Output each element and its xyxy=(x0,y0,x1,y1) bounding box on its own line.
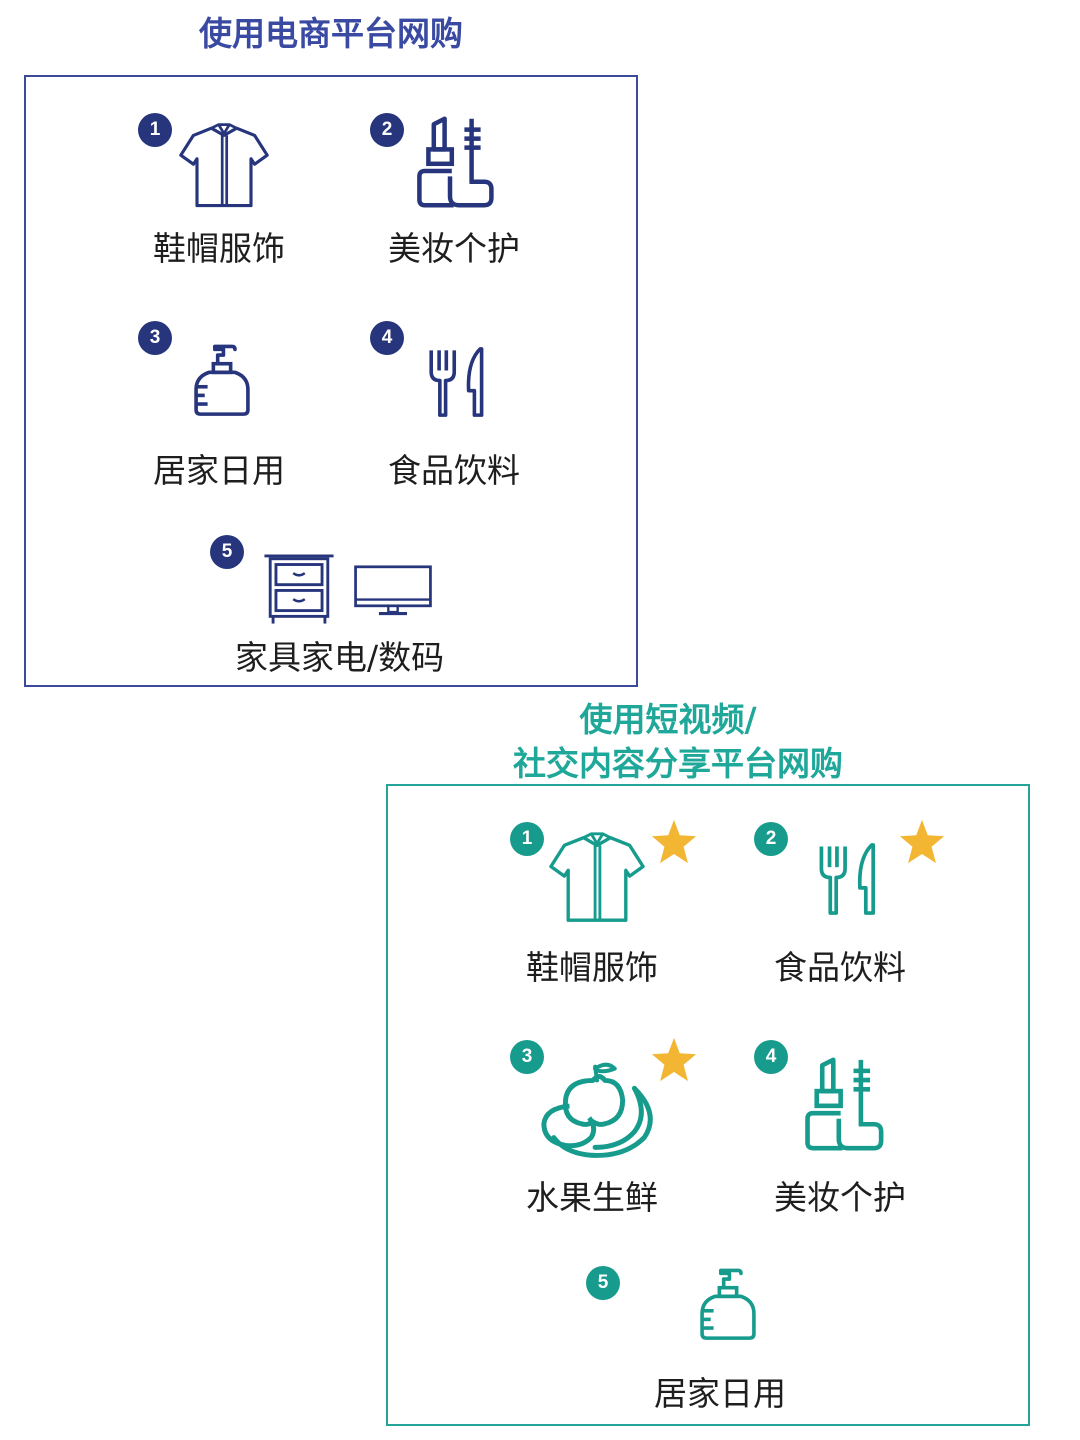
category-label: 家具家电/数码 xyxy=(235,638,445,677)
social-content-panel: 1 鞋帽服饰 2 食品饮料 3 水果生鲜 4 美妆个护 5 居家日用 xyxy=(386,784,1030,1426)
panel2-title-line2: 社交内容分享平台网购 xyxy=(513,744,843,783)
star-icon xyxy=(898,818,946,866)
fruit-icon xyxy=(536,1058,664,1158)
category-label: 食品饮料 xyxy=(774,948,906,987)
rank-badge: 3 xyxy=(138,321,172,355)
star-icon xyxy=(650,1036,698,1084)
shirt-icon xyxy=(548,830,646,926)
category-label: 居家日用 xyxy=(654,1374,786,1413)
category-label: 水果生鲜 xyxy=(526,1178,658,1217)
category-label: 美妆个护 xyxy=(388,229,520,268)
rank-badge: 1 xyxy=(510,822,544,856)
cosmetics-icon xyxy=(802,1050,894,1158)
rank-badge: 5 xyxy=(586,1266,620,1300)
category-label: 美妆个护 xyxy=(774,1178,906,1217)
rank-badge: 2 xyxy=(754,822,788,856)
cosmetics-icon xyxy=(414,113,504,211)
category-label: 鞋帽服饰 xyxy=(153,229,285,268)
star-icon xyxy=(650,818,698,866)
pump-bottle-icon xyxy=(186,333,258,429)
cabinet-icon xyxy=(260,553,338,625)
rank-badge: 2 xyxy=(370,113,404,147)
category-label: 鞋帽服饰 xyxy=(526,948,658,987)
tv-icon xyxy=(354,563,432,619)
category-label: 居家日用 xyxy=(153,451,285,490)
rank-badge: 4 xyxy=(754,1040,788,1074)
ecommerce-panel: 1 鞋帽服饰 2 美妆个护 3 居家日用 4 食品饮料 5 家具家电/数码 xyxy=(24,75,638,687)
panel1-title: 使用电商平台网购 xyxy=(199,14,463,53)
rank-badge: 5 xyxy=(210,535,244,569)
panel2-title-line1: 使用短视频/ xyxy=(579,700,757,739)
fork-knife-icon xyxy=(424,335,496,429)
rank-badge: 4 xyxy=(370,321,404,355)
rank-badge: 3 xyxy=(510,1040,544,1074)
category-label: 食品饮料 xyxy=(388,451,520,490)
pump-bottle-icon xyxy=(692,1254,764,1356)
fork-knife-icon xyxy=(814,830,888,928)
shirt-icon xyxy=(176,121,272,211)
rank-badge: 1 xyxy=(138,113,172,147)
